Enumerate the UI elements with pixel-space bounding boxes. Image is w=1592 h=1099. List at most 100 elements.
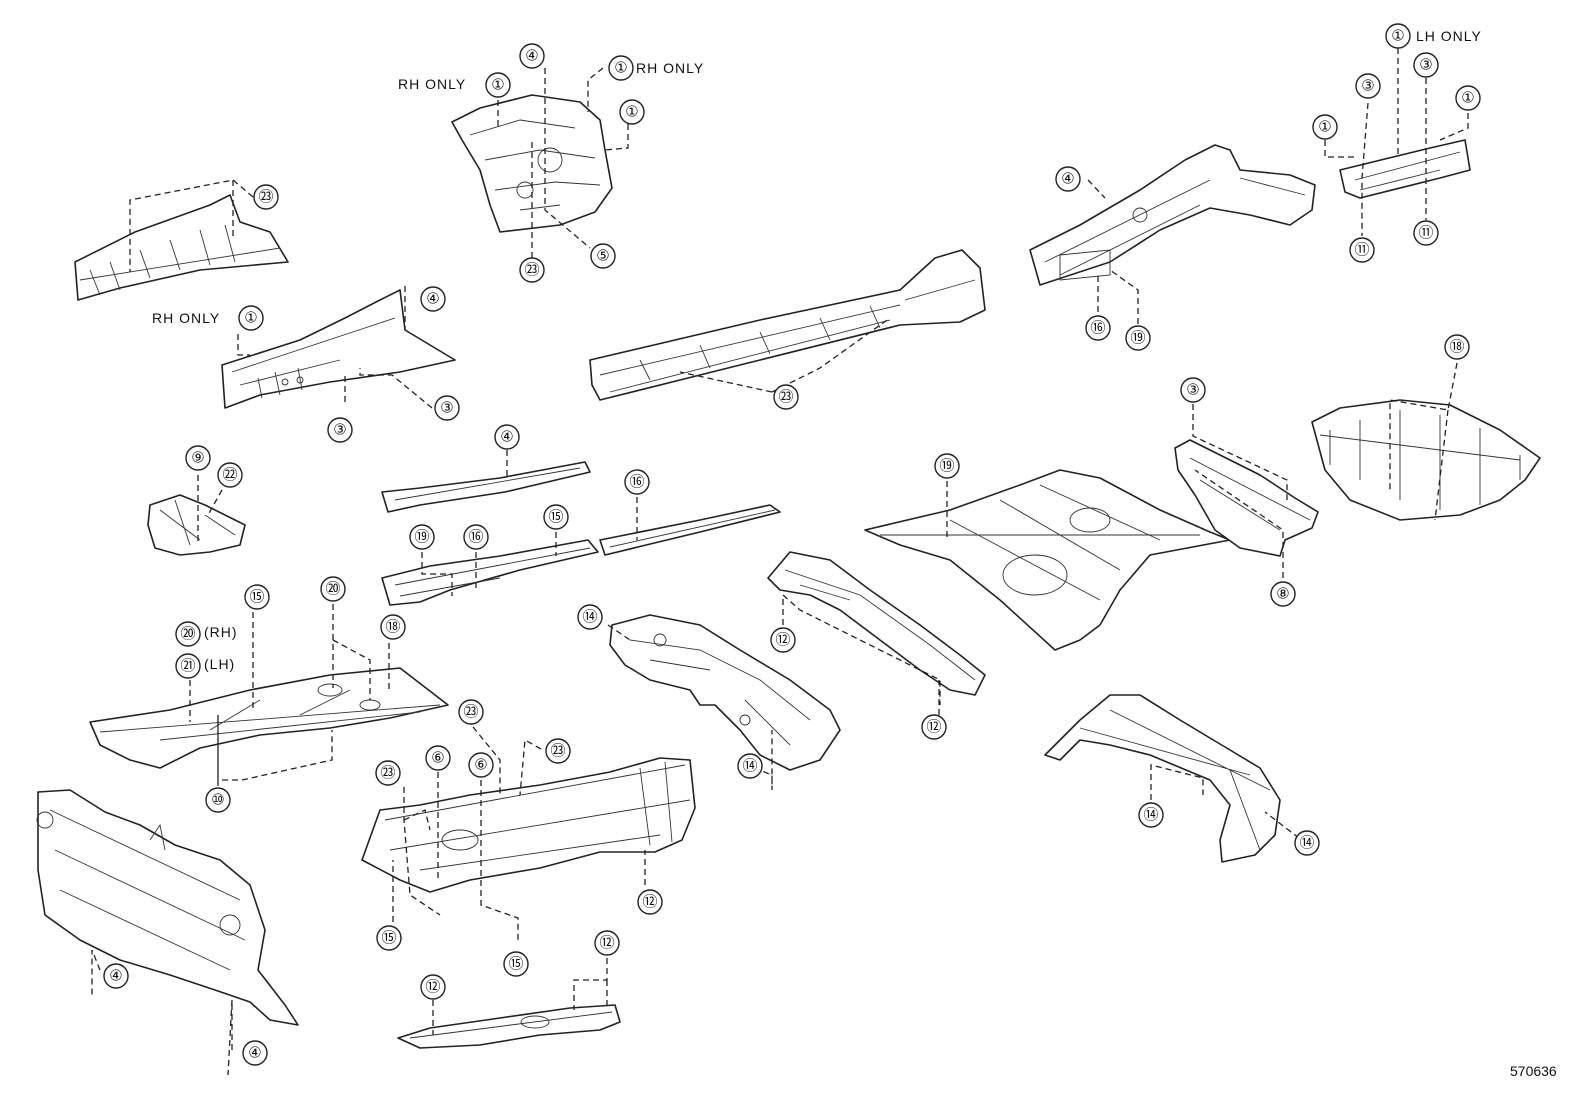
svg-text:①: ① bbox=[1461, 90, 1474, 107]
svg-text:⑪: ⑪ bbox=[1418, 225, 1433, 242]
svg-text:⑯: ⑯ bbox=[629, 474, 644, 491]
callout: ⑮ bbox=[244, 584, 270, 610]
callout: ⑫ bbox=[637, 889, 663, 915]
svg-text:③: ③ bbox=[1419, 57, 1432, 74]
svg-text:⑨: ⑨ bbox=[191, 450, 204, 467]
callout: ⑫ bbox=[420, 974, 446, 1000]
leader-lines bbox=[91, 48, 1469, 1076]
svg-text:⑯: ⑯ bbox=[468, 529, 483, 546]
svg-text:㉒: ㉒ bbox=[222, 467, 237, 484]
svg-text:⑪: ⑪ bbox=[1354, 242, 1369, 259]
svg-text:⑭: ⑭ bbox=[582, 609, 597, 626]
callout: ⑯ bbox=[463, 524, 489, 550]
part-front-side-member bbox=[221, 289, 456, 409]
svg-text:①: ① bbox=[625, 104, 638, 121]
note-rh-paren: (RH) bbox=[204, 624, 238, 640]
svg-text:㉓: ㉓ bbox=[778, 389, 793, 406]
svg-text:⑭: ⑭ bbox=[742, 758, 757, 775]
callout: ⑫ bbox=[770, 627, 796, 653]
callout: ① bbox=[1312, 114, 1338, 140]
svg-text:⑲: ⑲ bbox=[414, 529, 429, 546]
callout: ㉓ bbox=[545, 738, 571, 764]
svg-text:③: ③ bbox=[1186, 382, 1199, 399]
callout: ④ bbox=[103, 963, 129, 989]
svg-text:⑳: ⑳ bbox=[325, 581, 340, 598]
callout: ④ bbox=[1055, 166, 1081, 192]
callout: ⑩ bbox=[205, 787, 231, 813]
part-rear-floor-crossmember bbox=[1174, 439, 1319, 557]
svg-text:㉓: ㉓ bbox=[550, 743, 565, 760]
part-rear-floor-side-member bbox=[1029, 144, 1316, 286]
callout: ⑳ bbox=[320, 576, 346, 602]
callout: ㉓ bbox=[519, 257, 545, 283]
note-lh-paren: (LH) bbox=[204, 656, 235, 672]
svg-text:㉓: ㉓ bbox=[463, 704, 478, 721]
callout: ⑭ bbox=[1138, 802, 1164, 828]
callout: ⑲ bbox=[409, 524, 435, 550]
part-dash-bracket bbox=[147, 494, 246, 556]
note-rh-only: RH ONLY bbox=[398, 76, 466, 92]
svg-text:⑫: ⑫ bbox=[599, 935, 614, 952]
svg-text:①: ① bbox=[244, 310, 257, 327]
callout: ⑳ bbox=[175, 621, 201, 647]
part-floor-crossmember bbox=[397, 1004, 621, 1049]
svg-text:④: ④ bbox=[500, 429, 513, 446]
callout: ① bbox=[1455, 85, 1481, 111]
callout: ⑫ bbox=[594, 930, 620, 956]
svg-text:③: ③ bbox=[1361, 78, 1374, 95]
svg-text:㉓: ㉓ bbox=[380, 765, 395, 782]
callout: ⑮ bbox=[543, 504, 569, 530]
svg-text:⑥: ⑥ bbox=[431, 750, 444, 767]
svg-text:⑮: ⑮ bbox=[249, 589, 264, 606]
svg-text:㉓: ㉓ bbox=[524, 262, 539, 279]
callout: ④ bbox=[420, 286, 446, 312]
svg-text:①: ① bbox=[1391, 28, 1404, 45]
part-rear-wheelhouse-inner bbox=[1044, 694, 1281, 863]
callout: ㉒ bbox=[217, 462, 243, 488]
part-floor-tunnel bbox=[361, 757, 696, 893]
note-rh-only: RH ONLY bbox=[152, 310, 220, 326]
callout: ⑭ bbox=[737, 753, 763, 779]
svg-text:⑲: ⑲ bbox=[1130, 330, 1145, 347]
callout: ⑫ bbox=[921, 714, 947, 740]
callout: ㉓ bbox=[773, 384, 799, 410]
svg-text:⑩: ⑩ bbox=[211, 792, 224, 809]
svg-text:⑥: ⑥ bbox=[474, 757, 487, 774]
svg-text:⑫: ⑫ bbox=[775, 632, 790, 649]
callout: ⑱ bbox=[380, 614, 406, 640]
svg-text:①: ① bbox=[614, 60, 627, 77]
part-front-side-member-upper-left bbox=[74, 194, 289, 301]
svg-text:④: ④ bbox=[248, 1045, 261, 1062]
svg-text:⑲: ⑲ bbox=[939, 458, 954, 475]
svg-text:⑫: ⑫ bbox=[642, 894, 657, 911]
callout: ③ bbox=[434, 395, 460, 421]
svg-text:④: ④ bbox=[1061, 171, 1074, 188]
callout: ④ bbox=[519, 43, 545, 69]
callout: ③ bbox=[1180, 377, 1206, 403]
svg-text:⑤: ⑤ bbox=[596, 248, 609, 265]
part-sill-strip-narrow bbox=[599, 504, 781, 556]
part-front-floor-pan bbox=[89, 667, 449, 769]
callout: ⑭ bbox=[577, 604, 603, 630]
callouts: ④ ① ① ① ⑤ ㉓ ㉓ ④ ① ③ ③ ㉓ ④ ⑯ ⑲ ① ③ ③ ① ① … bbox=[103, 23, 1481, 1066]
callout: ㉑ bbox=[175, 653, 201, 679]
callout: ㉓ bbox=[375, 760, 401, 786]
callout: ⑥ bbox=[468, 752, 494, 778]
callout: ⑨ bbox=[185, 445, 211, 471]
svg-text:⑫: ⑫ bbox=[926, 719, 941, 736]
callout: ⑯ bbox=[624, 469, 650, 495]
part-rear-floor-pan bbox=[864, 469, 1231, 651]
part-rear-floor-side-panel bbox=[609, 614, 841, 771]
svg-text:⑧: ⑧ bbox=[1276, 586, 1289, 603]
callout: ⑱ bbox=[1444, 334, 1470, 360]
part-dash-panel bbox=[36, 789, 299, 1026]
callout: ⑥ bbox=[425, 745, 451, 771]
callout: ⑮ bbox=[503, 951, 529, 977]
svg-text:⑮: ⑮ bbox=[548, 509, 563, 526]
callout: ⑭ bbox=[1294, 830, 1320, 856]
svg-text:⑱: ⑱ bbox=[385, 619, 400, 636]
svg-text:①: ① bbox=[491, 77, 504, 94]
callout: ① bbox=[1385, 23, 1411, 49]
figure-id: 570636 bbox=[1510, 1063, 1557, 1079]
